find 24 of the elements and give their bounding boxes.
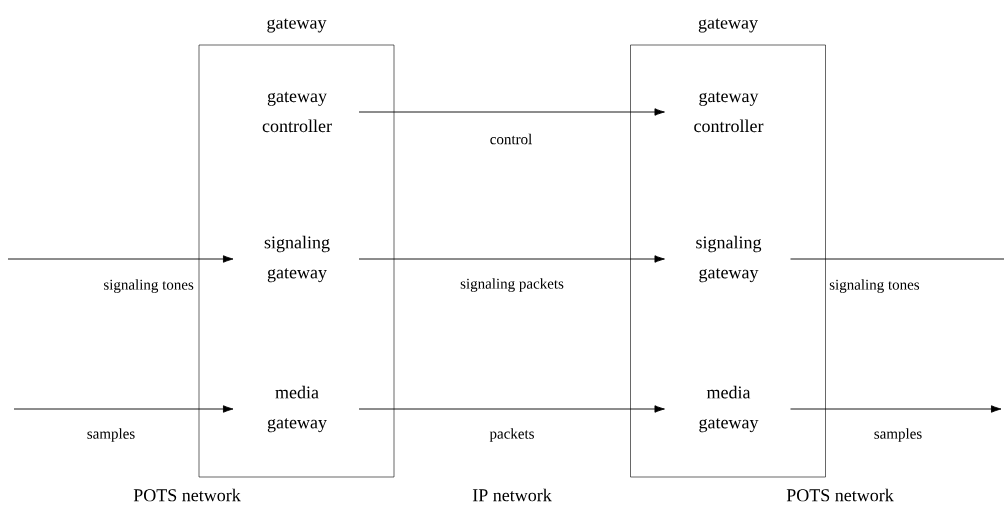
component-label: signaling gateway	[264, 235, 330, 283]
edge-label: control	[490, 133, 532, 145]
component-label: media gateway	[267, 385, 327, 433]
component-label: gateway controller	[262, 91, 332, 133]
component-label: gateway controller	[694, 91, 764, 133]
arrow	[358, 255, 665, 263]
network-label: POTS network	[786, 488, 894, 502]
component-label: media gateway	[699, 385, 759, 433]
edge-label: samples	[874, 428, 922, 442]
node-label: gateway	[698, 18, 758, 33]
edge-label: signaling tones	[829, 279, 920, 293]
edge-label: signaling tones	[104, 279, 194, 293]
edge-label: signaling packets	[460, 278, 564, 292]
edge-label: packets	[489, 428, 534, 442]
arrow	[13, 405, 234, 413]
edge-label: samples	[87, 428, 135, 442]
arrow	[358, 405, 665, 413]
network-label: IP network	[472, 488, 552, 502]
arrow	[358, 108, 665, 116]
arrow	[790, 405, 1002, 413]
node-label: gateway	[267, 18, 327, 33]
arrow	[7, 255, 234, 263]
network-label: POTS network	[133, 488, 241, 502]
component-label: signaling gateway	[696, 235, 762, 283]
